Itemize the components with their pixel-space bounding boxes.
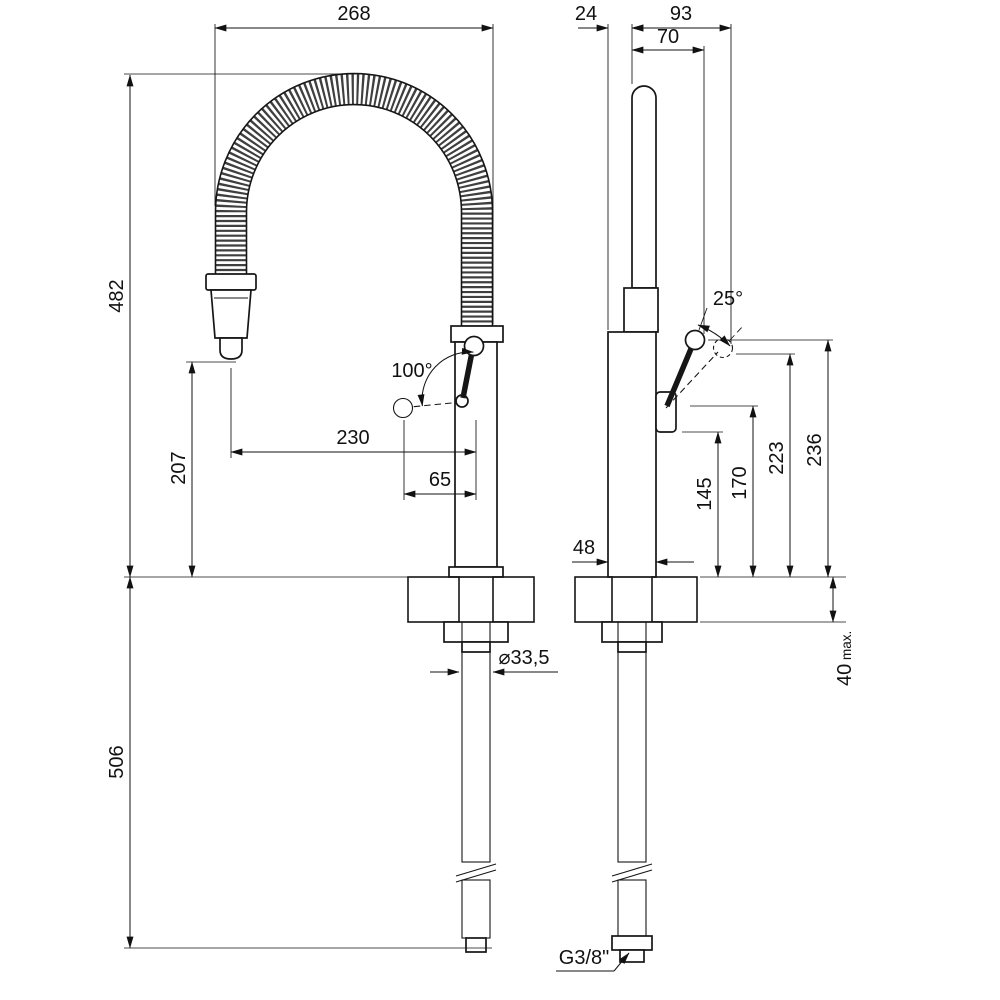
dim-236-label: 236 [804,433,826,466]
dimensions: 268 482 207 506 230 [106,3,856,972]
dim-dia335-label: ⌀33,5 [499,647,550,669]
mounting-nut-front [443,621,509,653]
dim-482-label: 482 [106,279,128,312]
dim-100deg-label: 100° [391,360,432,382]
countertop-front [407,576,535,623]
dim-70: 70 [631,26,705,334]
dim-40-label: 40 [834,664,856,686]
dim-dia335: ⌀33,5 [430,647,558,676]
side-view [574,85,745,963]
dim-230-label: 230 [336,427,369,449]
dim-236: 236 [708,339,833,578]
dim-506: 506 [106,576,492,949]
g38-connector [611,935,653,963]
dim-40max: 40 max. [829,576,856,686]
dim-506-label: 506 [106,745,128,778]
dim-24: 24 [575,3,658,330]
dim-268: 268 [214,3,494,324]
spout-side [623,85,659,333]
supply-hose-side [611,651,653,937]
dim-482: 482 [106,73,408,578]
dim-223-label: 223 [766,441,788,474]
dim-65-label: 65 [429,469,451,491]
handle-side [664,307,745,409]
dim-70-label: 70 [657,26,679,48]
dim-40max-suffix: max. [839,631,854,660]
dim-230: 230 [230,368,477,500]
dim-145: 145 [682,431,723,578]
faucet-body-side [607,331,677,578]
supply-hose-front [455,651,497,953]
dim-170: 170 [690,405,758,578]
spray-head [205,273,257,360]
handle-front [392,335,485,419]
dim-g38-label: G3/8" [559,947,609,969]
front-view [205,72,535,953]
dim-93: 93 [631,3,732,344]
dim-48: 48 [572,537,694,566]
dim-g38: G3/8" [556,947,630,972]
dim-24-label: 24 [575,3,597,25]
dim-25deg-label: 25° [713,288,743,310]
coil-hose [214,72,494,328]
dim-65: 65 [403,420,477,500]
dim-170-label: 170 [729,466,751,499]
dim-207-label: 207 [168,451,190,484]
dim-93-label: 93 [670,3,692,25]
countertop-side [574,576,698,623]
mounting-nut-side [601,621,663,653]
dim-223: 223 [736,353,795,578]
dim-145-label: 145 [694,477,716,510]
dim-48-label: 48 [573,537,595,559]
dim-207: 207 [168,361,236,578]
dim-268-label: 268 [337,3,370,25]
